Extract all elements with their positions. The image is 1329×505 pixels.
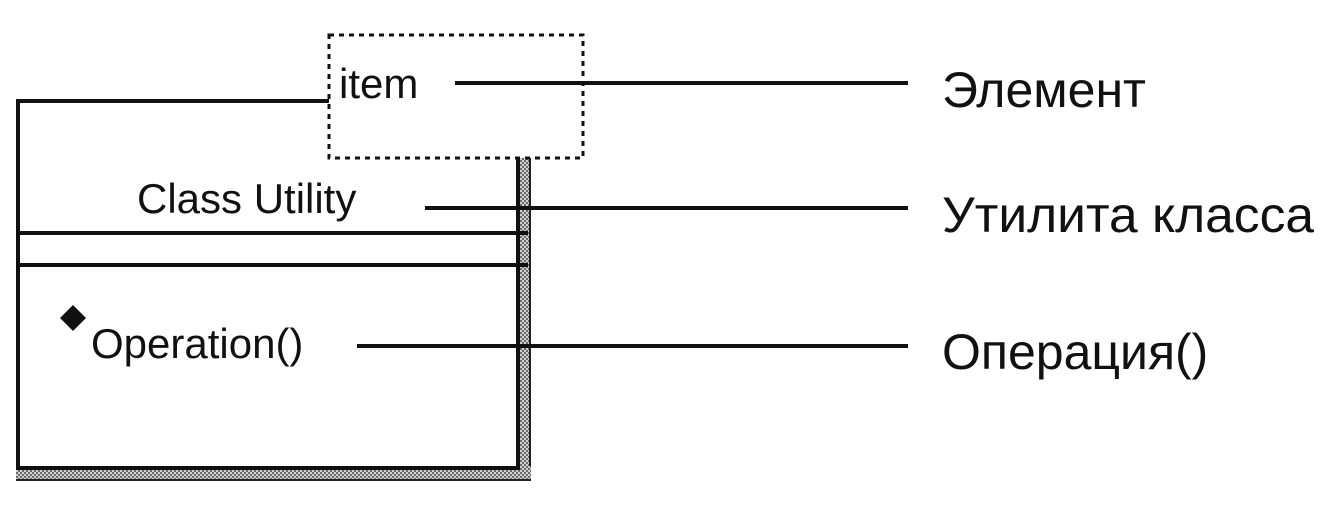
- diamond-icon: [60, 305, 86, 331]
- annotation-class-utility: Утилита класса: [942, 187, 1314, 243]
- class-name-label: Class Utility: [137, 175, 356, 222]
- annotation-element: Элемент: [942, 62, 1146, 118]
- class-box: [16, 99, 531, 481]
- template-parameter-box: [327, 33, 585, 160]
- template-parameter-label: item: [339, 60, 418, 107]
- annotation-operation: Операция(): [942, 324, 1208, 380]
- class-box-outline: [16, 99, 520, 470]
- operation-label: Operation(): [91, 320, 303, 367]
